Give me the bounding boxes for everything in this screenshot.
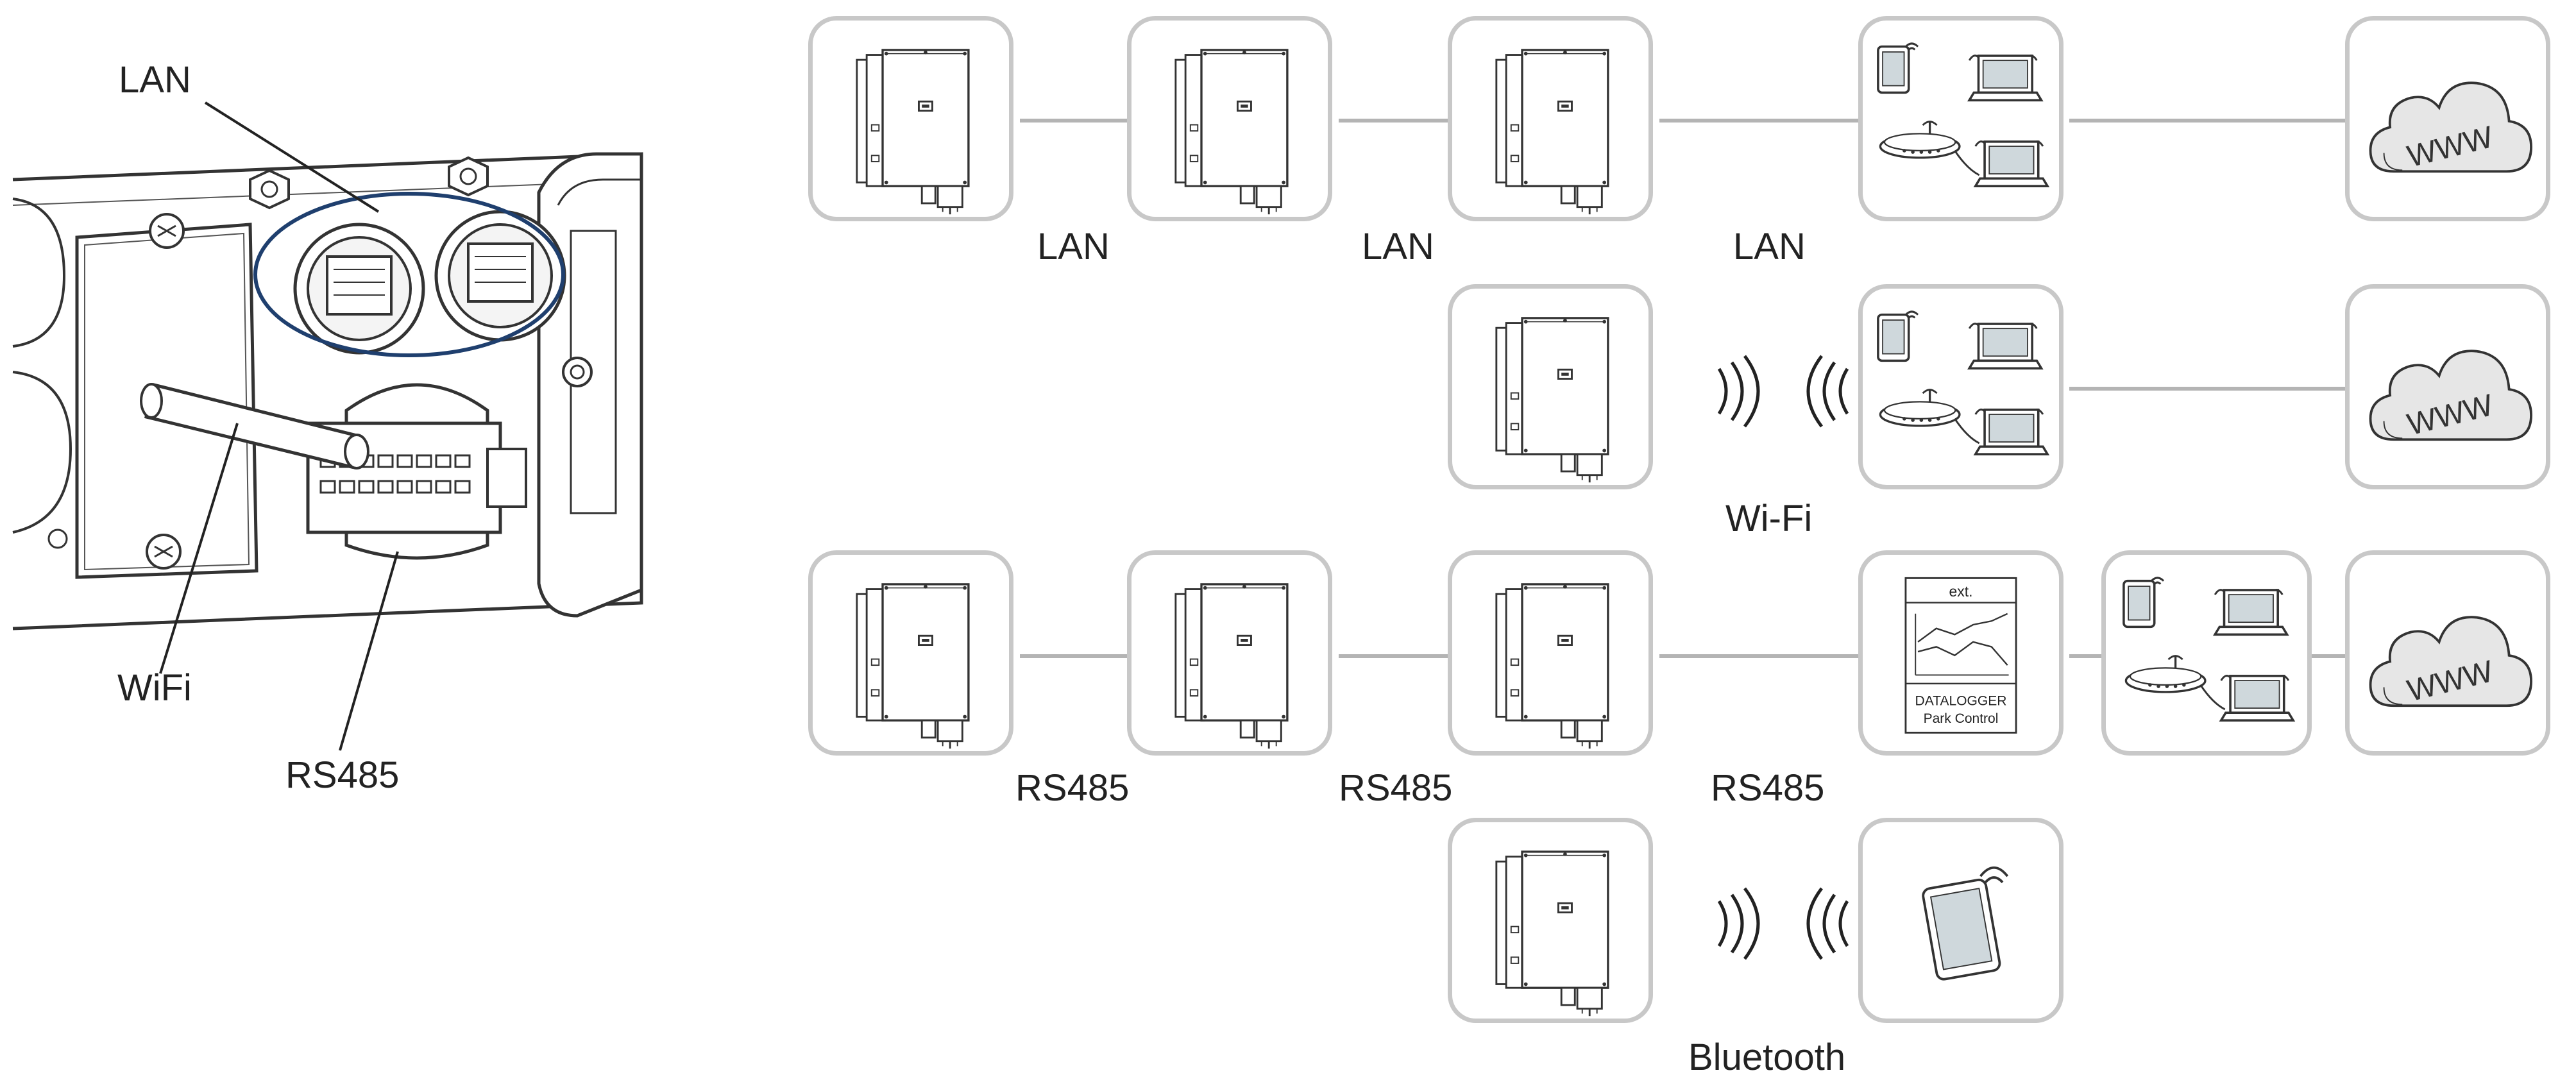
rs485-local-network xyxy=(2101,550,2312,756)
inverter-icon xyxy=(813,21,1009,217)
network-devices-icon xyxy=(2106,555,2307,751)
wifi-label: Wi-Fi xyxy=(1725,498,1813,539)
rs485-label-1: RS485 xyxy=(1015,767,1130,809)
inverter-connection-panel-illustration xyxy=(12,101,643,751)
rs485-datalogger: ext. DATALOGGER Park Control xyxy=(1858,550,2063,756)
lan-link-1 xyxy=(1020,119,1129,123)
network-devices-icon xyxy=(1863,289,2059,485)
datalogger-title-text: DATALOGGER xyxy=(1915,693,2007,708)
wifi-local-network xyxy=(1858,284,2063,489)
lan-inverter-1 xyxy=(808,16,1013,221)
rs485-link-5 xyxy=(2312,654,2345,658)
cloud-icon: WWW xyxy=(2350,555,2546,708)
inverter-icon xyxy=(813,555,1009,751)
wifi-inverter xyxy=(1448,284,1653,489)
rs485-link-2 xyxy=(1339,654,1448,658)
wifi-link xyxy=(2069,387,2345,391)
lan-label-1: LAN xyxy=(1037,226,1110,267)
datalogger-icon: ext. DATALOGGER Park Control xyxy=(1904,577,2017,734)
bluetooth-inverter xyxy=(1448,818,1653,1023)
lan-label-2: LAN xyxy=(1362,226,1434,267)
network-devices-icon xyxy=(1863,21,2059,217)
lan-link-4 xyxy=(2069,119,2345,123)
inverter-icon xyxy=(1131,21,1328,217)
lan-link-3 xyxy=(1659,119,1858,123)
rs485-link-1 xyxy=(1020,654,1129,658)
rs485-label-2: RS485 xyxy=(1339,767,1453,809)
lan-internet: WWW xyxy=(2345,16,2550,221)
rs485-inverter-1 xyxy=(808,550,1013,756)
rs485-inverter-3 xyxy=(1448,550,1653,756)
rs485-label-3: RS485 xyxy=(1711,767,1825,809)
bluetooth-label: Bluetooth xyxy=(1688,1036,1846,1078)
lan-label-3: LAN xyxy=(1733,226,1806,267)
photo-lan-label: LAN xyxy=(119,59,191,101)
lan-local-network xyxy=(1858,16,2063,221)
rs485-link-4 xyxy=(2069,654,2101,658)
inverter-icon xyxy=(1131,555,1328,751)
inverter-icon xyxy=(1452,822,1648,1019)
photo-rs485-label: RS485 xyxy=(285,754,400,796)
datalogger-subtitle-text: Park Control xyxy=(1924,711,1999,726)
lan-highlight-ellipse xyxy=(253,192,565,357)
bluetooth-tablet xyxy=(1858,818,2063,1023)
rs485-inverter-2 xyxy=(1127,550,1332,756)
wifi-wave-right-icon xyxy=(1758,350,1854,433)
lan-inverter-2 xyxy=(1127,16,1332,221)
cloud-icon: WWW xyxy=(2350,21,2546,174)
lan-link-2 xyxy=(1339,119,1448,123)
photo-wifi-label: WiFi xyxy=(117,667,192,709)
inverter-icon xyxy=(1452,289,1648,485)
lan-inverter-3 xyxy=(1448,16,1653,221)
bluetooth-wave-right-icon xyxy=(1758,882,1854,965)
inverter-icon xyxy=(1452,21,1648,217)
inverter-icon xyxy=(1452,555,1648,751)
rs485-internet: WWW xyxy=(2345,550,2550,756)
cloud-icon: WWW xyxy=(2350,289,2546,442)
rs485-link-3 xyxy=(1659,654,1858,658)
datalogger-ext-text: ext. xyxy=(1949,583,1973,600)
tablet-icon xyxy=(1922,866,2009,981)
wifi-internet: WWW xyxy=(2345,284,2550,489)
